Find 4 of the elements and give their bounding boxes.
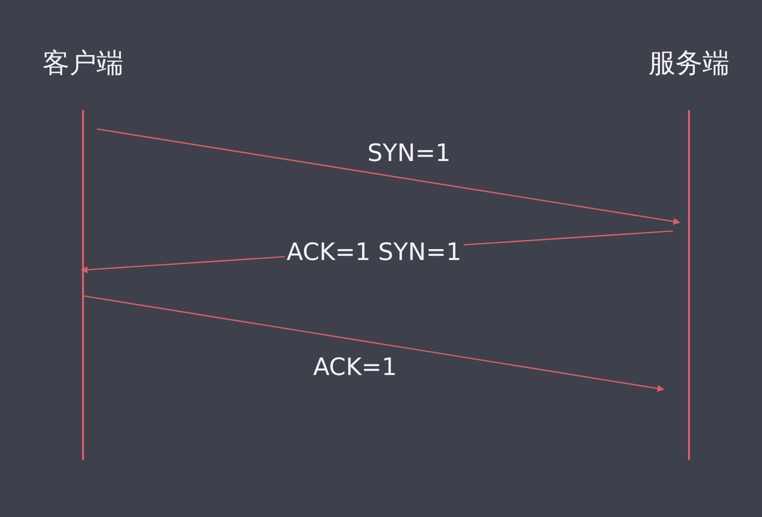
participant-label: 服务端	[648, 48, 730, 80]
participant-label: 客户端	[42, 48, 124, 80]
message-arrow	[96, 128, 680, 225]
message-arrow	[84, 295, 664, 392]
